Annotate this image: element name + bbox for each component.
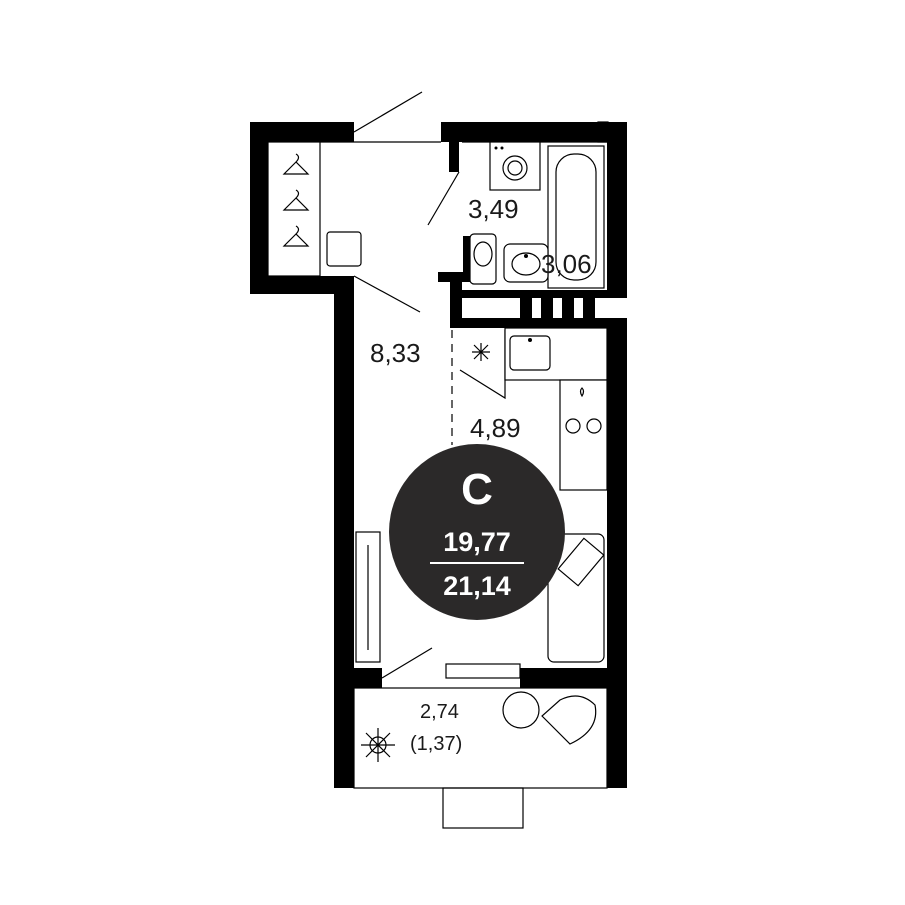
hallway-cabinet bbox=[326, 231, 362, 267]
balcony-area-label: 2,74 bbox=[420, 701, 459, 723]
toilet-icon bbox=[469, 233, 497, 285]
balcony-reduced-area-label: (1,37) bbox=[410, 733, 462, 755]
table-icon bbox=[445, 663, 521, 679]
kitchen-sink-icon bbox=[509, 335, 551, 371]
stool bbox=[502, 691, 540, 729]
kitchen-appliance-icon bbox=[472, 343, 490, 361]
windows bbox=[267, 121, 609, 829]
plant-icon bbox=[361, 728, 395, 762]
sofa-icon bbox=[547, 533, 605, 663]
bathroom-area-label: 3,49 bbox=[468, 194, 519, 224]
toilet-area-label: 3,06 bbox=[541, 249, 592, 279]
chair-icon bbox=[541, 695, 597, 745]
sink-icon bbox=[503, 243, 549, 283]
living-area-value: 19,77 bbox=[443, 527, 511, 557]
stove-icon bbox=[565, 387, 602, 434]
kitchen-counter bbox=[504, 327, 608, 491]
total-area-value: 21,14 bbox=[443, 571, 511, 601]
badge-circle bbox=[389, 444, 565, 620]
walls bbox=[250, 122, 627, 788]
apartment-type-badge: С 19,77 21,14 bbox=[389, 444, 565, 620]
washing-machine-icon bbox=[489, 141, 541, 191]
wardrobe bbox=[355, 531, 381, 663]
apartment-type-letter: С bbox=[461, 465, 493, 514]
bathtub-icon bbox=[547, 145, 605, 289]
hanger-icon bbox=[282, 153, 310, 247]
hallway-area-label: 8,33 bbox=[370, 338, 421, 368]
kitchen-area-label: 4,89 bbox=[470, 413, 521, 443]
